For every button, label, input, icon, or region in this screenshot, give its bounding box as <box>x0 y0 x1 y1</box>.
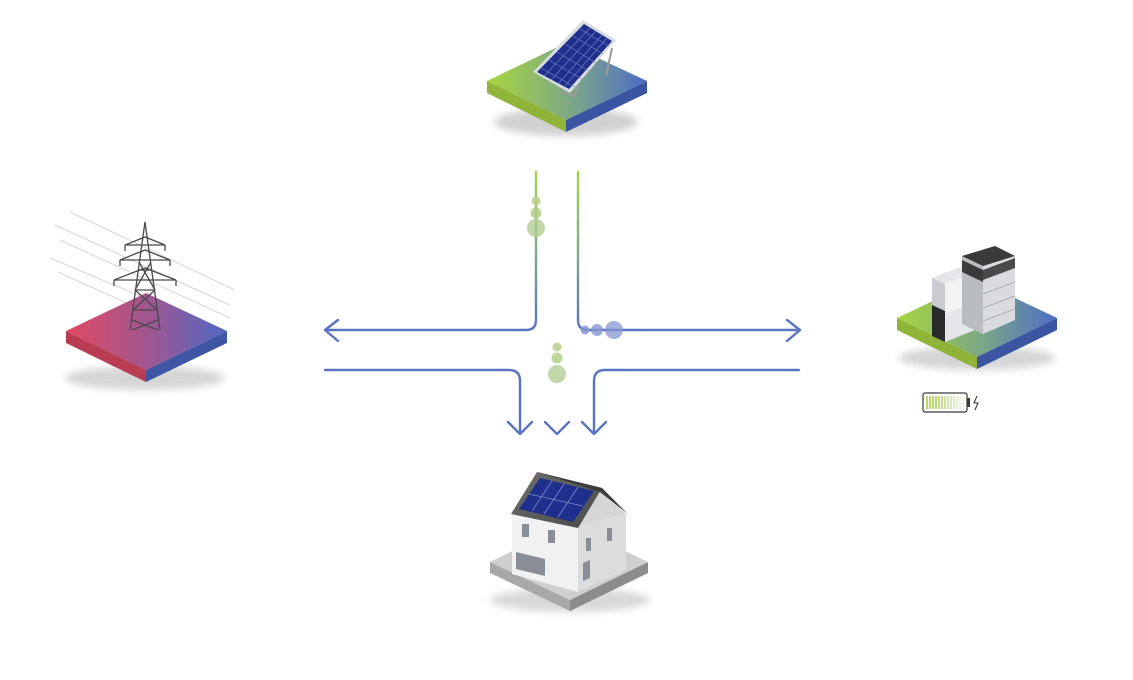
arrowhead-house-left <box>506 420 534 436</box>
arrowhead-storage <box>785 318 802 343</box>
flow-storage-to-house <box>592 368 801 434</box>
house-icon <box>511 472 628 592</box>
house-node <box>490 472 650 612</box>
solar-panel-icon <box>533 20 616 98</box>
flow-solar-to-storage <box>576 170 801 332</box>
battery-storage-icon <box>932 246 1016 342</box>
power-pylon-icon <box>113 221 177 331</box>
storage-node <box>897 246 1057 370</box>
solar-node <box>487 20 647 136</box>
flow-lines <box>323 170 802 436</box>
battery-charging-icon <box>922 392 979 413</box>
energy-bubbles <box>527 196 623 383</box>
flow-solar-to-grid <box>323 170 538 332</box>
arrowhead-house-right <box>580 420 608 436</box>
grid-node <box>49 211 236 390</box>
arrowhead-house-center <box>543 420 571 436</box>
arrowhead-grid <box>323 318 340 343</box>
flow-grid-to-house <box>323 368 522 434</box>
